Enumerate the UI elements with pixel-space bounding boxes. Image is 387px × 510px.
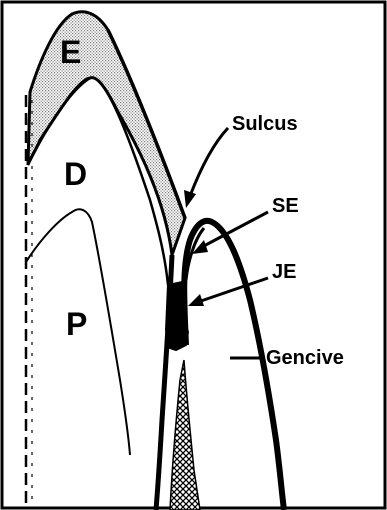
label-se: SE	[272, 196, 299, 216]
label-pulp: P	[66, 308, 87, 340]
enamel-layer	[28, 12, 185, 255]
sulcus-pointer	[184, 128, 228, 208]
je-pointer	[188, 278, 268, 306]
alveolar-bone	[170, 360, 200, 510]
label-gencive: Gencive	[266, 348, 344, 368]
label-je: JE	[272, 262, 296, 282]
label-dentin: D	[64, 158, 87, 190]
label-sulcus: Sulcus	[232, 114, 298, 134]
label-enamel: E	[60, 36, 81, 68]
